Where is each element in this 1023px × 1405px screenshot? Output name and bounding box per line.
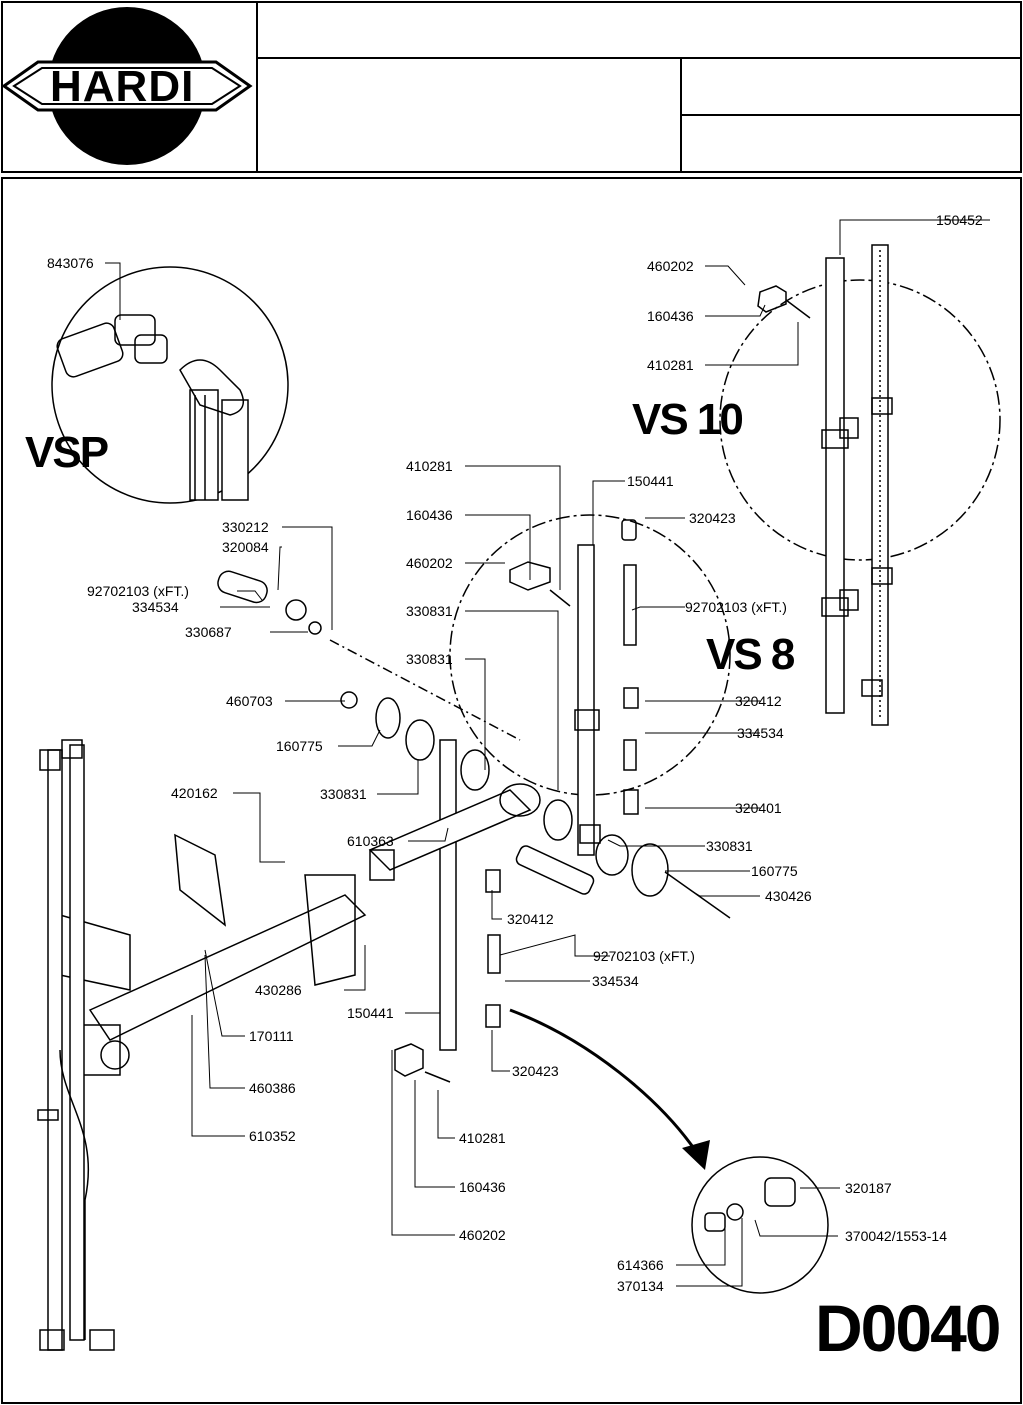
part-label: 460703	[226, 693, 273, 709]
drawing-frame	[1, 177, 1022, 1404]
part-label: 843076	[47, 255, 94, 271]
part-label: 334534	[592, 973, 639, 989]
part-label: 150441	[347, 1005, 394, 1021]
part-label: 160436	[459, 1179, 506, 1195]
part-label: 334534	[132, 599, 179, 615]
part-label: 150452	[936, 212, 983, 228]
part-label: 460202	[406, 555, 453, 571]
part-label: 330831	[706, 838, 753, 854]
detail-arrow	[509, 1008, 697, 1151]
part-label: 370134	[617, 1278, 664, 1294]
part-label: 330831	[406, 651, 453, 667]
detail-circle-vsp	[51, 266, 289, 504]
part-label: 320412	[507, 911, 554, 927]
variant-label-vsp: VSP	[25, 428, 109, 477]
part-label: 160436	[647, 308, 694, 324]
part-label: 330212	[222, 519, 269, 535]
part-label: 460202	[459, 1227, 506, 1243]
part-label: 150441	[627, 473, 674, 489]
part-label: 370042/1553-14	[845, 1228, 947, 1244]
variant-label-vs8: VS 8	[706, 630, 795, 679]
part-label: 320423	[512, 1063, 559, 1079]
title-block-divider-h2	[680, 114, 1022, 116]
part-label: 410281	[406, 458, 453, 474]
part-label: 410281	[647, 357, 694, 373]
part-label: 430426	[765, 888, 812, 904]
part-label: 320412	[735, 693, 782, 709]
part-label: 430286	[255, 982, 302, 998]
part-label: 320423	[689, 510, 736, 526]
part-label: 460386	[249, 1080, 296, 1096]
part-label: 320084	[222, 539, 269, 555]
part-label: 170111	[249, 1028, 294, 1044]
part-label: 420162	[171, 785, 218, 801]
detail-circle-nozzle	[691, 1156, 829, 1294]
hardi-logo-text: HARDI	[50, 62, 195, 111]
part-label: 330687	[185, 624, 232, 640]
part-label: 460202	[647, 258, 694, 274]
part-label: 160775	[751, 863, 798, 879]
variant-label-vs10: VS 10	[632, 395, 744, 444]
part-label: 92702103 (xFT.)	[593, 948, 695, 964]
part-label: 610363	[347, 833, 394, 849]
part-label: 410281	[459, 1130, 506, 1146]
part-label: 610352	[249, 1128, 296, 1144]
detail-circle-vs10	[719, 279, 1001, 561]
drawing-code: D0040	[815, 1291, 1001, 1365]
part-label: 92702103 (xFT.)	[87, 583, 189, 599]
part-label: 614366	[617, 1257, 664, 1273]
part-label: 160775	[276, 738, 323, 754]
part-label: 334534	[737, 725, 784, 741]
part-label: 320187	[845, 1180, 892, 1196]
part-label: 330831	[320, 786, 367, 802]
title-block-divider-v1	[256, 1, 258, 173]
part-label: 160436	[406, 507, 453, 523]
title-block-divider-h1	[256, 57, 1022, 59]
part-label: 330831	[406, 603, 453, 619]
part-label: 320401	[735, 800, 782, 816]
part-label: 92702103 (xFT.)	[685, 599, 787, 615]
